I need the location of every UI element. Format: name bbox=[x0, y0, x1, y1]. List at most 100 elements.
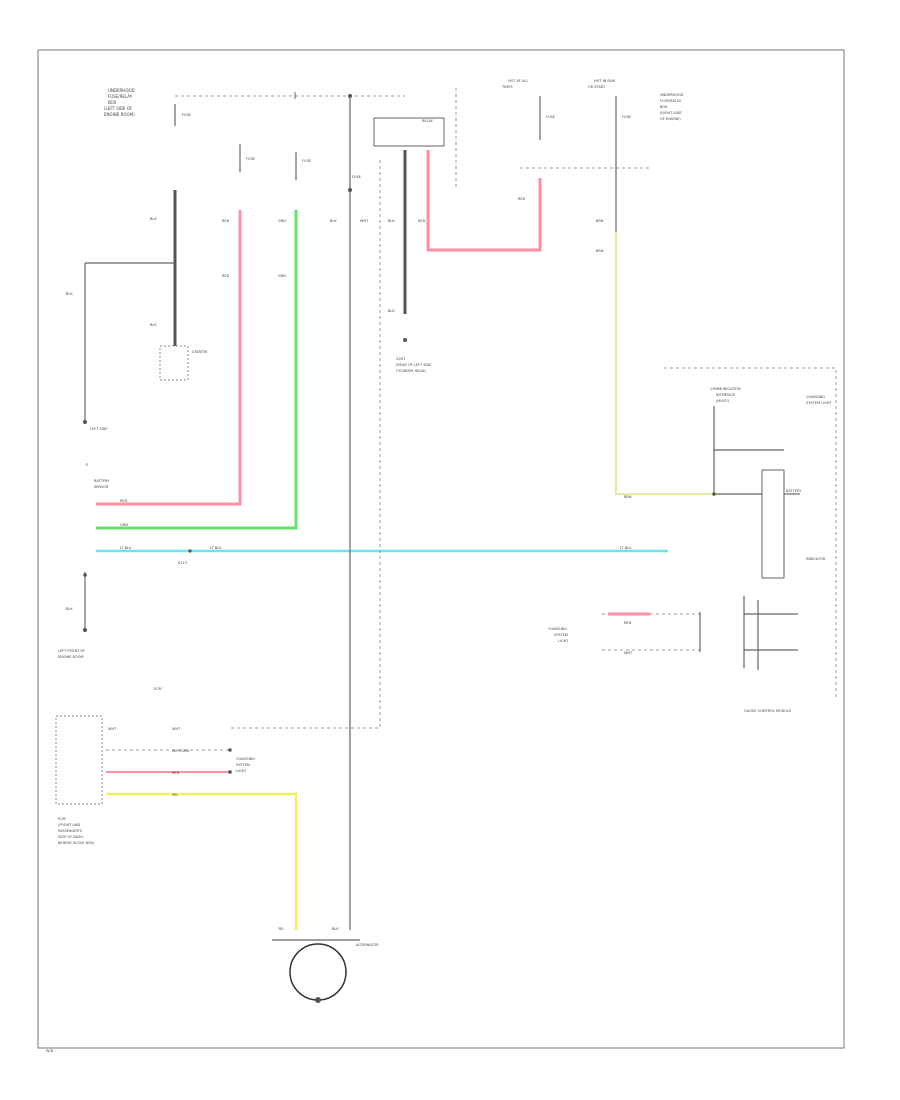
label-line: BOX bbox=[108, 100, 117, 105]
svg-text:FUSE: FUSE bbox=[352, 175, 361, 179]
wire-label: BRN bbox=[624, 495, 632, 499]
wire-label: BLK bbox=[150, 323, 157, 327]
label-line: (RIGHT SIDE bbox=[660, 111, 682, 115]
wire-label: LT BLU bbox=[210, 546, 222, 550]
g201-label: CYLINDER HEAD) bbox=[396, 369, 427, 373]
gauge-indicator-box bbox=[761, 469, 785, 579]
underhood-fuse-box-right: UNDERHOOD FUSE/RELAY BOX (RIGHT SIDE OF … bbox=[660, 93, 684, 121]
label-line: UNDERHOOD bbox=[660, 93, 684, 97]
hot-label: OR START bbox=[588, 85, 606, 89]
wire-label: BLK bbox=[388, 219, 395, 223]
ground-label: LEFT SIDE bbox=[90, 427, 108, 431]
wire-label: LT BLU bbox=[620, 546, 632, 550]
svg-text:SIDE OF DASH,: SIDE OF DASH, bbox=[58, 835, 84, 839]
wire-label: BLK bbox=[66, 292, 73, 296]
wire-label: LT BLU bbox=[120, 546, 132, 550]
wire-label: BLK bbox=[388, 309, 395, 313]
svg-text:(FRONT AND: (FRONT AND bbox=[58, 823, 80, 827]
yellow-feed-wire bbox=[615, 232, 712, 495]
label-line: BOX bbox=[660, 105, 668, 109]
wire-label: WHT bbox=[172, 727, 181, 731]
ground-label: LEFT FRONT OF bbox=[58, 649, 85, 653]
svg-text:COMMUNICATION: COMMUNICATION bbox=[710, 387, 741, 391]
hot-label: HOT AT ALL bbox=[508, 79, 528, 83]
pcm-box bbox=[55, 715, 103, 805]
label-line: UNDERHOOD bbox=[108, 88, 135, 93]
svg-text:E: E bbox=[86, 463, 88, 467]
starter-box bbox=[159, 345, 189, 381]
hot-label: TIMES bbox=[501, 85, 513, 89]
fuse-label: FUSE bbox=[182, 113, 191, 117]
label-line: ENGINE ROOM) bbox=[104, 112, 135, 117]
svg-text:FUSE: FUSE bbox=[546, 115, 555, 119]
svg-text:BEHIND GLOVE BOX): BEHIND GLOVE BOX) bbox=[58, 841, 95, 845]
wire-label: WHT/GRN bbox=[172, 749, 190, 753]
wire-label: YEL bbox=[278, 927, 284, 931]
white-wire-dashed bbox=[230, 160, 381, 729]
other-circuit-label: SYSTEM bbox=[236, 763, 250, 767]
label-line: (LEFT SIDE OF bbox=[104, 106, 133, 111]
other-circuit-label: LIGHT bbox=[236, 769, 247, 773]
red-wire bbox=[96, 210, 242, 506]
relay-label: RELAY bbox=[422, 119, 434, 123]
page-code: W/D bbox=[46, 1049, 54, 1053]
battery-sensor-label: BATTERY bbox=[94, 479, 110, 483]
svg-text:PCM: PCM bbox=[58, 817, 66, 821]
svg-text:PASSENGER'S: PASSENGER'S bbox=[58, 829, 83, 833]
fuse-label: FUSE bbox=[246, 157, 255, 161]
wire-label: RED bbox=[418, 219, 426, 223]
wire-label: GRN bbox=[278, 219, 286, 223]
splice-label: S113 bbox=[178, 561, 187, 565]
underhood-fuse-box-left: UNDERHOOD FUSE/RELAY BOX (LEFT SIDE OF E… bbox=[104, 88, 135, 117]
gauge-detail-label: BATTERY bbox=[786, 489, 802, 493]
svg-text:(MULTI): (MULTI) bbox=[716, 399, 730, 403]
alternator-label: ALTERNATOR bbox=[356, 943, 379, 947]
wire-label: BLK bbox=[150, 217, 157, 221]
wire-label: RED bbox=[172, 771, 180, 775]
gauge-side-label: SYSTEM LIGHT bbox=[806, 401, 832, 405]
other-circuit-label: LIGHT bbox=[558, 639, 569, 643]
other-circuit-label: CHARGING bbox=[548, 627, 567, 631]
gauge-side-label: CHARGING bbox=[806, 395, 825, 399]
starter-label: STARTER bbox=[192, 350, 208, 354]
red-relay-wire bbox=[426, 150, 542, 252]
wire-label: BRN bbox=[596, 249, 604, 253]
green-wire bbox=[96, 210, 298, 530]
wire-label: RED bbox=[624, 621, 632, 625]
label-line: FUSE/RELAY bbox=[660, 99, 682, 103]
label-line: FUSE/RELAY bbox=[108, 94, 133, 99]
battery-sensor-label: SENSOR bbox=[94, 485, 109, 489]
fuse-label: FUSE bbox=[302, 159, 311, 163]
communication-interface-label: COMMUNICATION INTERFACE (MULTI) bbox=[710, 387, 741, 403]
gauge-control-module-label: GAUGE CONTROL MODULE bbox=[744, 709, 791, 713]
alternator bbox=[289, 943, 347, 1001]
wire-label: RED bbox=[222, 274, 230, 278]
wire-label: GRN bbox=[120, 523, 128, 527]
svg-text:INTERFACE: INTERFACE bbox=[716, 393, 735, 397]
label-line: OF ENGINE) bbox=[660, 117, 681, 121]
wire-label: WHT bbox=[360, 219, 369, 223]
yellow-alternator-wire bbox=[106, 792, 298, 930]
pcm-label: PCM (FRONT AND PASSENGER'S SIDE OF DASH,… bbox=[58, 817, 95, 845]
g201-label: G201 bbox=[396, 357, 405, 361]
wire-label: BLK bbox=[332, 927, 339, 931]
hot-label: HOT IN RUN bbox=[594, 79, 615, 83]
wire-label: GRN bbox=[278, 274, 286, 278]
wire-label: BRN bbox=[596, 219, 604, 223]
other-circuit-label: SYSTEM bbox=[554, 633, 568, 637]
ground-label: ENGINE ROOM bbox=[58, 655, 83, 659]
wire-label: BLK bbox=[330, 219, 337, 223]
wire-label: YEL bbox=[172, 793, 178, 797]
wire-label: BLK bbox=[66, 607, 73, 611]
ecm-label: ECM bbox=[154, 687, 162, 691]
diagram-frame bbox=[37, 49, 845, 1049]
other-circuit-label: CHARGING bbox=[236, 757, 255, 761]
wire-label: WHT bbox=[624, 651, 633, 655]
wire-label: RED bbox=[518, 197, 526, 201]
g201-label: (REAR OF LEFT SIDE bbox=[396, 363, 431, 367]
relay-box bbox=[373, 117, 445, 147]
wire-label: WHT bbox=[108, 727, 117, 731]
svg-text:FUSE: FUSE bbox=[622, 115, 631, 119]
wire-label: RED bbox=[222, 219, 230, 223]
